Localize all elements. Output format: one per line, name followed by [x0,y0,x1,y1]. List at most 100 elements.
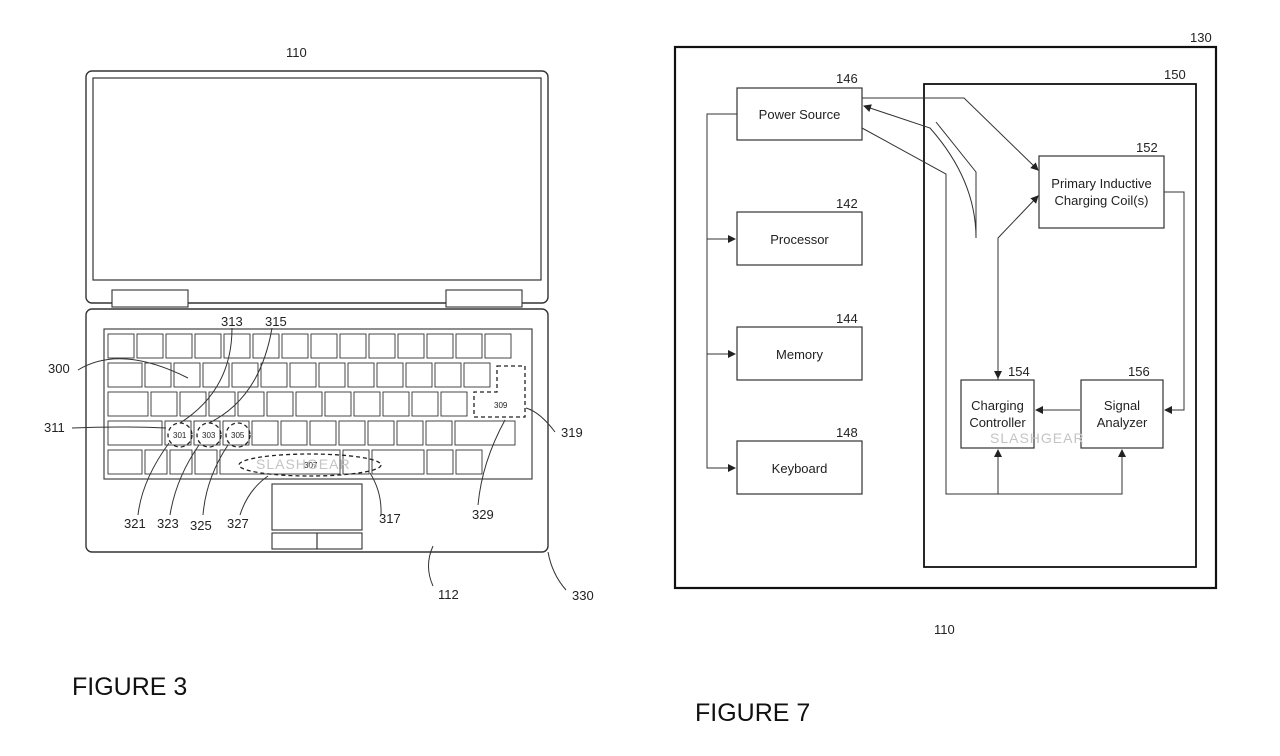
ref-148: 148 [836,425,858,440]
touchpad [271,483,363,531]
block-analyzer-line2: Analyzer [1097,415,1148,430]
keyboard-key [281,333,309,359]
keyboard-key [309,420,337,446]
block-power-source: Power Source 146 [736,71,863,141]
keyboard-key [371,449,425,475]
block-signal-analyzer: Signal Analyzer 156 [1080,364,1164,449]
keyboard-key [310,333,338,359]
block-controller-line1: Charging [971,398,1024,413]
keyboard-key [280,420,308,446]
block-keyboard-label: Keyboard [772,461,828,476]
keyboard-key [426,449,454,475]
keyboard-key [223,333,251,359]
keyboard-key [425,420,453,446]
ref-144: 144 [836,311,858,326]
block-memory-label: Memory [776,347,823,362]
keyboard-key [324,391,352,417]
ref-329: 329 [472,507,494,522]
keyboard-key [231,362,259,388]
block-coil-line2: Charging Coil(s) [1055,193,1149,208]
keyboard-key [251,420,279,446]
keyboard-key [107,420,163,446]
keyboard-key [426,333,454,359]
key-label-307: 307 [304,461,318,470]
block-processor: Processor 142 [736,196,863,266]
block-power-source-label: Power Source [759,107,841,122]
watermark-fig3: SLASHGEAR [256,456,351,472]
keyboard-key [107,362,143,388]
region-305 [225,422,251,448]
keyboard-key [484,333,512,359]
laptop-base [85,308,549,553]
ref-154: 154 [1008,364,1030,379]
block-analyzer-line1: Signal [1104,398,1140,413]
charging-module-box [923,83,1197,568]
keyboard-key [164,420,192,446]
keyboard-key [173,362,201,388]
ref-130: 130 [1190,30,1212,45]
keyboard-key [397,333,425,359]
block-processor-label: Processor [770,232,829,247]
block-keyboard: Keyboard 148 [736,425,863,495]
figure-7-caption: FIGURE 7 [695,699,810,727]
ref-142: 142 [836,196,858,211]
keyboard-key [338,420,366,446]
keyboard-key [396,420,424,446]
ref-311: 311 [44,420,65,435]
keyboard-key [295,391,323,417]
keyboard-key [260,362,288,388]
keyboard-key [193,420,221,446]
keyboard-key [169,449,193,475]
keyboard-key [165,333,193,359]
watermark-fig7: SLASHGEAR [990,430,1085,446]
keyboard-key [440,391,468,417]
touchpad-left-button [271,532,318,550]
keyboard-key [455,449,483,475]
hinge-right [445,289,523,308]
laptop-screen [92,77,542,281]
keyboard-key [208,391,236,417]
keyboard-key [289,362,317,388]
key-label-305: 305 [231,431,245,440]
keyboard-key [455,333,483,359]
keyboard-keys [107,333,516,475]
leader-lines-fig3 [71,327,567,591]
keyboard-key [454,420,516,446]
ref-330: 330 [572,588,594,603]
keyboard-key [144,449,168,475]
keyboard-key [266,391,294,417]
key-label-303: 303 [202,431,216,440]
keyboard-key [367,420,395,446]
keyboard-key [368,333,396,359]
ref-323: 323 [157,516,179,531]
keyboard-key [252,333,280,359]
block-charging-controller: Charging Controller 154 [960,364,1035,449]
touchpad-right-button [316,532,363,550]
keyboard-key [347,362,375,388]
laptop-lid [85,70,549,304]
ref-112: 112 [438,587,459,602]
ref-315: 315 [265,314,287,329]
keyboard-key [237,391,265,417]
ref-110-fig7: 110 [934,622,955,637]
block-coil-line1: Primary Inductive [1051,176,1151,191]
ref-321: 321 [124,516,146,531]
connectors-fig7 [706,97,1185,495]
keyboard-key [144,362,172,388]
keyboard-key [107,333,135,359]
ref-146: 146 [836,71,858,86]
keyboard-key [194,449,218,475]
keyboard-key [405,362,433,388]
keyboard-key [219,449,341,475]
ref-300: 300 [48,361,70,376]
block-controller-line2: Controller [969,415,1026,430]
figure-7: 130 150 Power Source 146 [673,30,1218,727]
keyboard-key [342,449,370,475]
keyboard-key [202,362,230,388]
keyboard-key [136,333,164,359]
ref-150: 150 [1164,67,1186,82]
keyboard-key [222,420,250,446]
ref-327: 327 [227,516,249,531]
block-charging-coil: Primary Inductive Charging Coil(s) 152 [1038,140,1165,229]
